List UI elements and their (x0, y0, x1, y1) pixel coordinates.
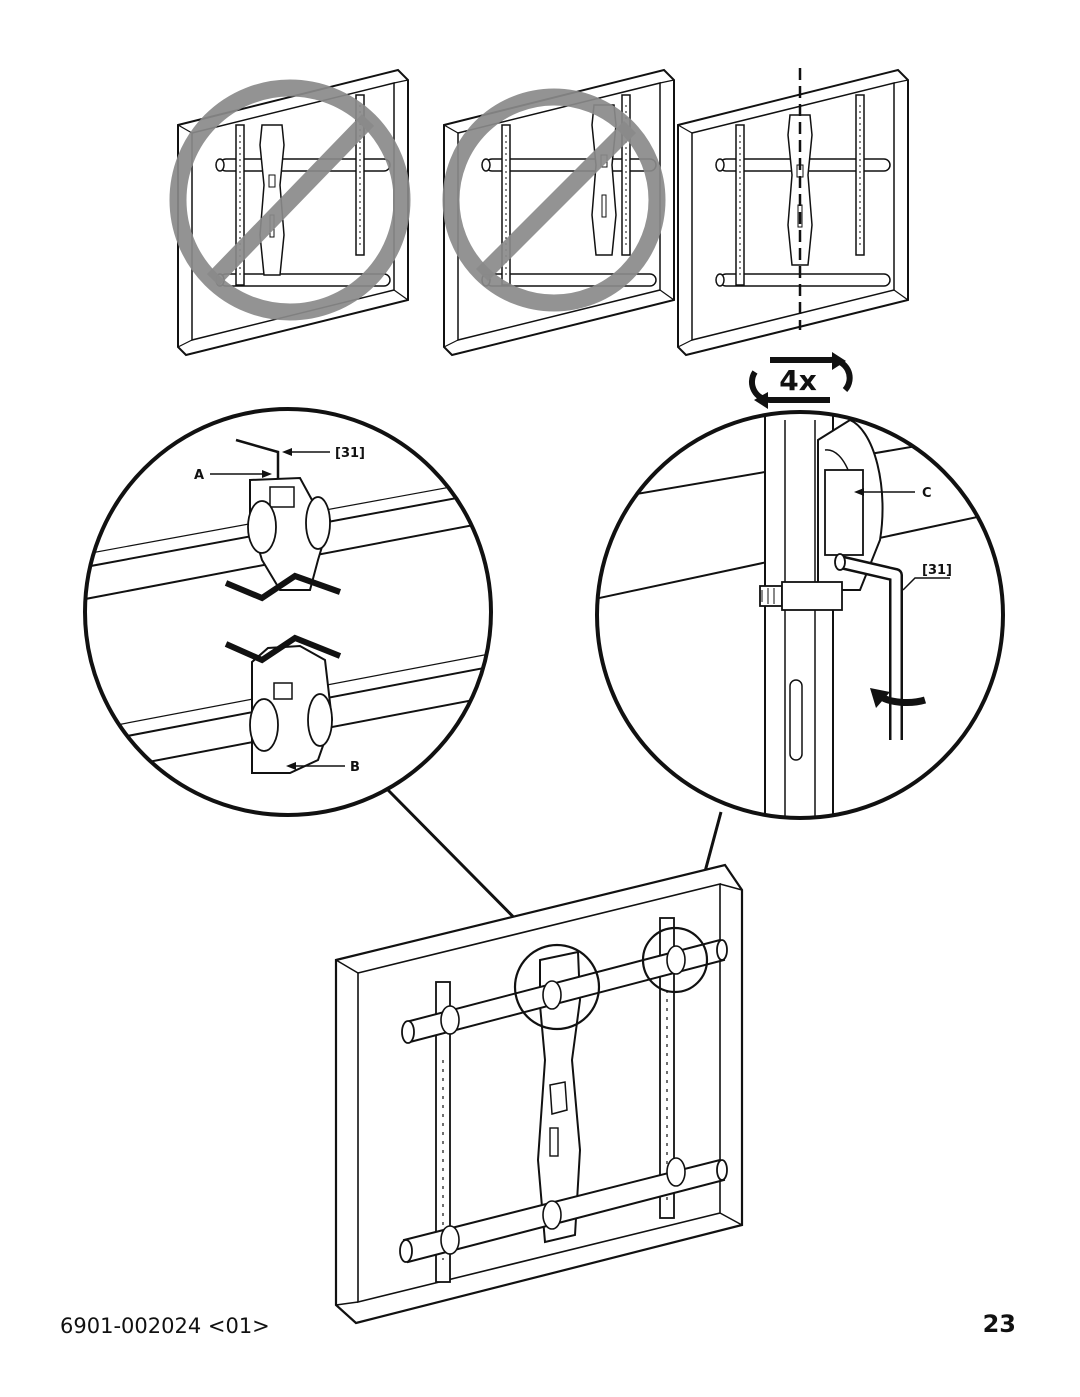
prohibited-icon (442, 88, 666, 312)
callout-tool-31-right: [31] (922, 563, 952, 578)
tv-back-assembled (334, 863, 744, 1325)
panel-incorrect-1 (169, 69, 411, 356)
detail-marker-left (513, 943, 601, 1031)
hex-key-icon (235, 438, 280, 478)
callout-label-b: B (350, 760, 360, 775)
callout-label-a: A (194, 468, 204, 483)
detail-circle-right: C [31] (595, 410, 1005, 820)
repeat-count: 4x (779, 364, 817, 397)
detail-circle-left: [31] A B (83, 407, 493, 817)
hex-key-icon (834, 553, 903, 740)
callout-tool-31-left: [31] (335, 446, 365, 461)
prohibited-icon (169, 79, 411, 321)
rotate-arrow-icon (870, 688, 927, 708)
arrow-left-icon (754, 392, 768, 409)
page-number: 23 (982, 1310, 1016, 1338)
arrow-right-icon (832, 352, 846, 370)
callout-label-c: C (922, 486, 932, 501)
panel-incorrect-2 (442, 69, 675, 356)
detail-marker-right (641, 926, 709, 994)
document-code: 6901-002024 <01> (60, 1314, 270, 1338)
panel-correct-centered (677, 69, 909, 356)
repeat-badge: 4x (748, 352, 853, 409)
